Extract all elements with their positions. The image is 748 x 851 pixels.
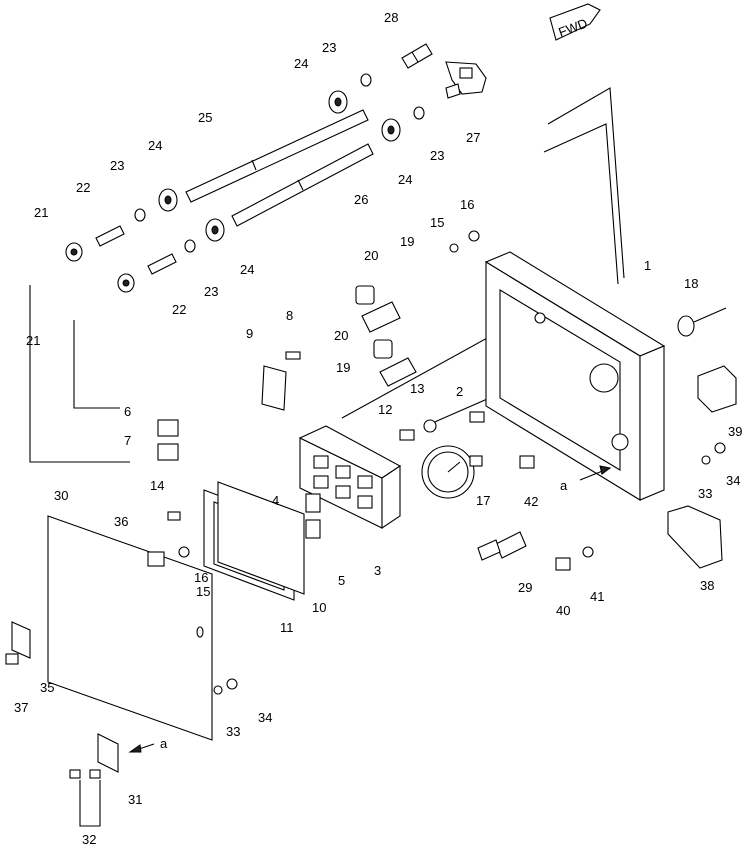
callout-20b: 20 xyxy=(334,328,348,343)
callout-32: 32 xyxy=(82,832,96,846)
callout-41: 41 xyxy=(590,589,604,604)
callout-42: 42 xyxy=(524,494,538,509)
callout-23b: 23 xyxy=(110,158,124,173)
fwd-arrow-tag: FWD xyxy=(549,3,601,41)
callout-33: 33 xyxy=(698,486,712,501)
callout-22b: 22 xyxy=(172,302,186,317)
svg-text:a: a xyxy=(160,736,168,751)
callout-12: 12 xyxy=(378,402,392,417)
callout-1: 1 xyxy=(644,258,651,273)
plate-10 xyxy=(217,481,305,595)
gauge-17 xyxy=(421,445,483,499)
callout-34b: 34 xyxy=(258,710,272,725)
callout-23d: 23 xyxy=(204,284,218,299)
fitting-19 xyxy=(361,301,417,387)
callout-15b: 15 xyxy=(196,584,210,599)
callout-34: 34 xyxy=(726,473,740,488)
callout-25: 25 xyxy=(198,110,212,125)
switch-18 xyxy=(677,307,727,337)
callout-23c: 23 xyxy=(430,148,444,163)
handle-38 xyxy=(667,505,723,569)
key-switch-29 xyxy=(477,531,527,561)
callout-17: 17 xyxy=(476,493,490,508)
callout-38: 38 xyxy=(700,578,714,593)
callout-35: 35 xyxy=(40,680,54,695)
callout-16b: 16 xyxy=(194,570,208,585)
sleeve-23 xyxy=(134,73,425,253)
fitting-28 xyxy=(401,43,433,69)
light-39 xyxy=(697,365,737,413)
callout-15: 15 xyxy=(430,215,444,230)
elbow-27 xyxy=(445,61,487,99)
callout-7: 7 xyxy=(124,433,131,448)
callout-19b: 19 xyxy=(336,360,350,375)
nut-21 xyxy=(65,242,135,293)
callout-24b: 24 xyxy=(398,172,412,187)
callout-29: 29 xyxy=(518,580,532,595)
screw-37 xyxy=(5,653,19,665)
callout-3: 3 xyxy=(374,563,381,578)
callout-labels: 1 2 3 4 5 6 7 8 9 10 11 12 13 14 15 16 1… xyxy=(14,10,742,847)
callout-23: 23 xyxy=(322,40,336,55)
fitting-20 xyxy=(355,285,393,359)
svg-text:a: a xyxy=(560,478,568,493)
callout-13: 13 xyxy=(410,381,424,396)
small-parts xyxy=(147,230,726,695)
connector-22 xyxy=(95,225,177,275)
hose-26 xyxy=(231,143,374,227)
frame-1 xyxy=(484,251,666,501)
callout-18: 18 xyxy=(684,276,698,291)
callout-4: 4 xyxy=(272,493,279,508)
callout-39: 39 xyxy=(728,424,742,439)
callout-21b: 21 xyxy=(26,333,40,348)
callout-9: 9 xyxy=(246,326,253,341)
screws-32 xyxy=(69,769,101,827)
callout-36: 36 xyxy=(114,514,128,529)
callout-21: 21 xyxy=(34,205,48,220)
callout-16: 16 xyxy=(460,197,474,212)
callout-6: 6 xyxy=(124,404,131,419)
bracket-31 xyxy=(97,733,119,773)
hose-25 xyxy=(185,109,369,203)
callout-31: 31 xyxy=(128,792,142,807)
callout-26: 26 xyxy=(354,192,368,207)
callout-8: 8 xyxy=(286,308,293,323)
nut-24 xyxy=(158,90,401,242)
callout-5: 5 xyxy=(338,573,345,588)
callout-33b: 33 xyxy=(226,724,240,739)
callout-27: 27 xyxy=(466,130,480,145)
callout-24: 24 xyxy=(294,56,308,71)
view-arrow-a: a xyxy=(560,465,612,493)
callout-30: 30 xyxy=(54,488,68,503)
callout-20: 20 xyxy=(364,248,378,263)
callout-40: 40 xyxy=(556,603,570,618)
callout-24d: 24 xyxy=(240,262,254,277)
callout-10: 10 xyxy=(312,600,326,615)
panel-3 xyxy=(298,425,402,530)
callout-24c: 24 xyxy=(148,138,162,153)
view-arrow-a-lower: a xyxy=(128,736,168,753)
callout-11: 11 xyxy=(280,620,294,635)
bracket-35 xyxy=(11,621,31,659)
callout-28: 28 xyxy=(384,10,398,25)
callout-37: 37 xyxy=(14,700,28,715)
callout-2: 2 xyxy=(456,384,463,399)
guide-lines xyxy=(29,87,625,463)
callout-14: 14 xyxy=(150,478,164,493)
callout-19: 19 xyxy=(400,234,414,249)
callout-22: 22 xyxy=(76,180,90,195)
